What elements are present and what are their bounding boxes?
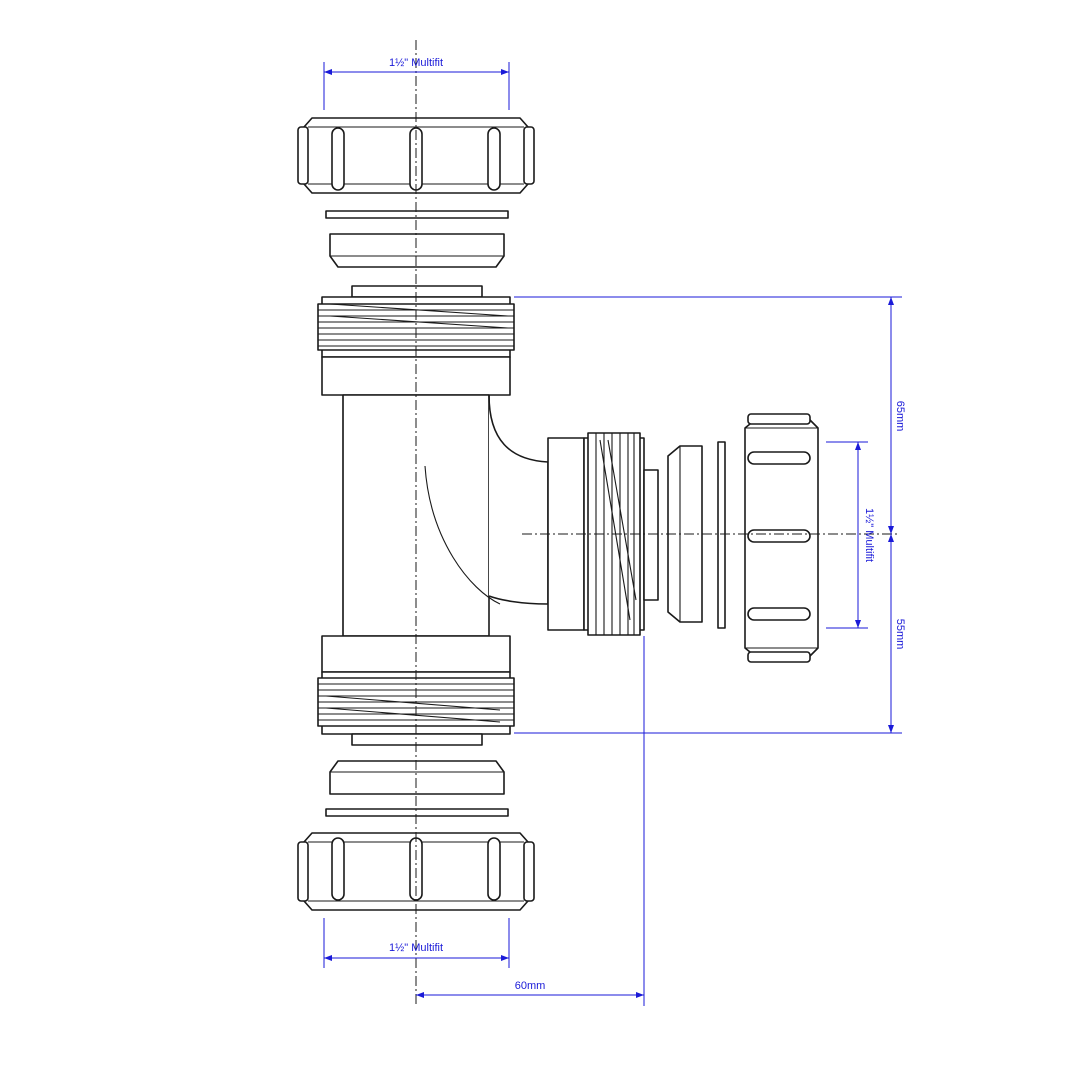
top-seal-ring [329, 233, 505, 268]
bottom-washer [325, 808, 509, 817]
side-cap-nut [744, 413, 819, 663]
top-washer [325, 210, 509, 219]
upper-length-label: 65mm [894, 401, 906, 432]
side-height-dimension: 1½" Multifit [826, 441, 875, 629]
bottom-width-label: 1½" Multifit [389, 942, 443, 954]
side-height-label: 1½" Multifit [863, 508, 875, 562]
top-thread-lines [318, 303, 514, 347]
branch-offset-label: 60mm [515, 980, 546, 992]
length-dimensions: 65mm 55mm [514, 296, 906, 734]
lower-length-label: 55mm [894, 619, 906, 650]
bottom-width-dimension: 1½" Multifit [323, 918, 510, 968]
branch-offset-dimension: 60mm [416, 636, 645, 1006]
bottom-seal-ring [329, 760, 505, 795]
top-width-dimension: 1½" Multifit [323, 57, 510, 110]
side-washer [717, 441, 726, 629]
tee-body [317, 285, 549, 746]
top-width-label: 1½" Multifit [389, 57, 443, 69]
